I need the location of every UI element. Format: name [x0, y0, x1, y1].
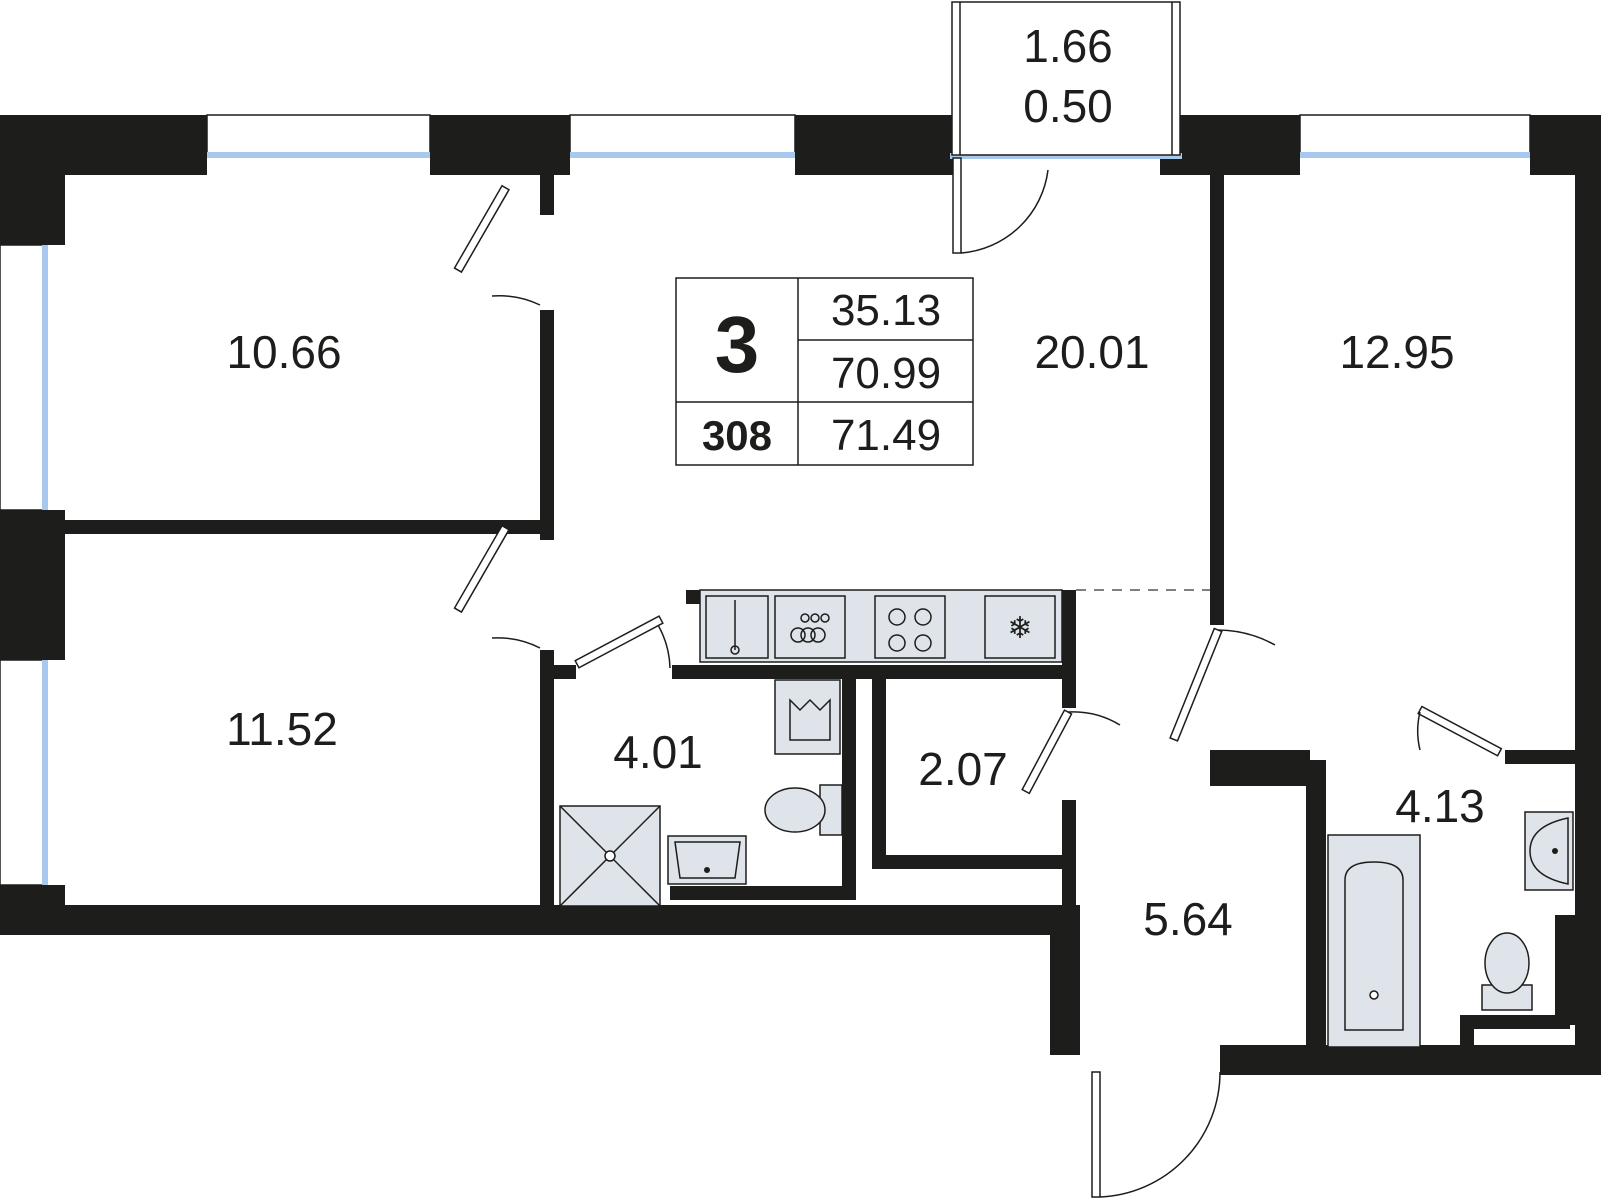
room-area-bathroom-tub: 4.13: [1395, 780, 1485, 832]
room-area-bedroom-bottom-left: 11.52: [226, 703, 338, 755]
windows: [0, 114, 1531, 886]
interior-walls: [60, 175, 1575, 1075]
toilet-icon: [1481, 932, 1533, 1011]
kitchen-counter: ❄: [699, 589, 1063, 663]
svg-text:❄: ❄: [1007, 611, 1032, 646]
balcony-reduced-area-label: 0.50: [1023, 80, 1113, 132]
total-area-with-balcony: 71.49: [831, 411, 941, 460]
room-area-bathroom-shower: 4.01: [613, 726, 703, 778]
sink-icon: [1524, 811, 1574, 891]
room-area-living-kitchen: 20.01: [1034, 326, 1149, 378]
fridge-icon: ❄: [984, 595, 1056, 659]
balcony-area-label: 1.66: [1023, 20, 1113, 72]
total-area: 70.99: [831, 349, 941, 398]
balcony: 1.66 0.50: [951, 1, 1181, 156]
bathtub-icon: [1327, 834, 1421, 1048]
sink-icon: [705, 595, 769, 659]
rooms-count: 3: [715, 300, 760, 389]
shower-icon: [559, 805, 661, 907]
apartment-number: 308: [702, 412, 772, 459]
toilet-icon: [764, 784, 843, 836]
room-area-storage: 2.07: [918, 743, 1008, 795]
doors: [453, 157, 1503, 1198]
dishwasher-icon: [774, 595, 846, 659]
room-area-bedroom-top-left: 10.66: [226, 326, 341, 378]
apartment-info-box: 3 308 35.13 70.99 71.49: [675, 277, 974, 466]
room-labels: 10.66 11.52 20.01 12.95 4.01 2.07 5.64 4…: [226, 326, 1485, 945]
sink-icon: [667, 835, 747, 885]
room-area-bedroom-right: 12.95: [1339, 326, 1454, 378]
washing-machine-icon: [774, 679, 841, 755]
living-area: 35.13: [831, 286, 941, 335]
stove-icon: [874, 595, 946, 659]
room-area-hallway: 5.64: [1143, 893, 1233, 945]
